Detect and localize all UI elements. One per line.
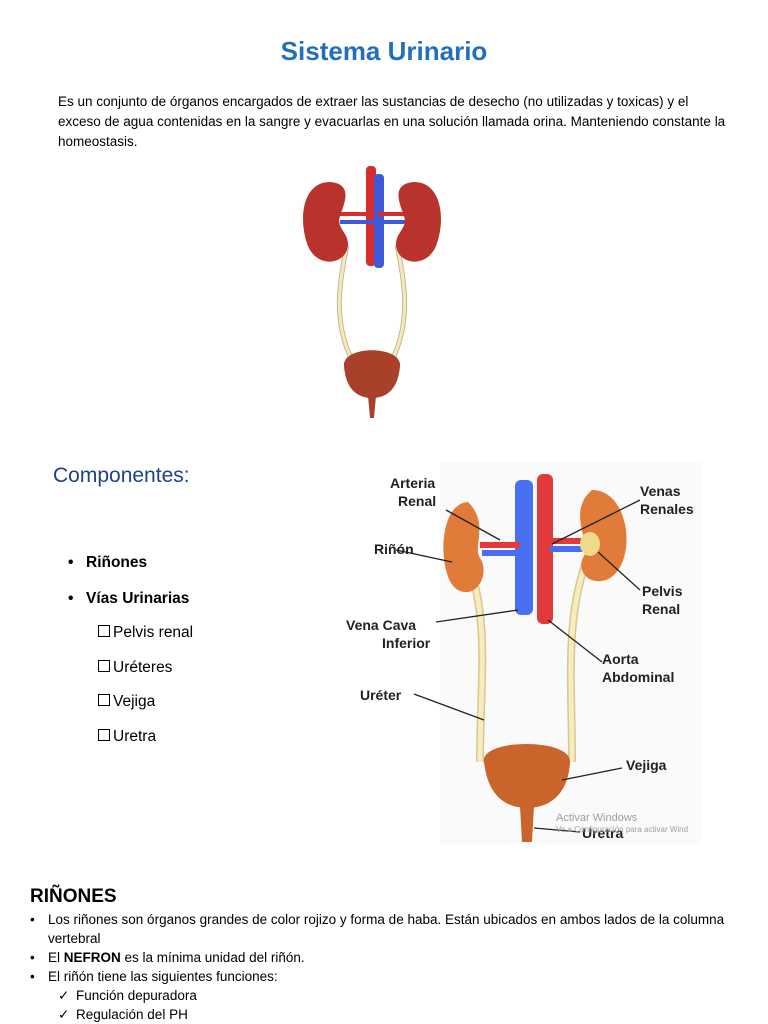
list-item: Pelvis renal (98, 624, 193, 642)
bullet-icon: • (68, 590, 74, 607)
list-item: • El riñón tiene las siguientes funcione… (30, 969, 278, 984)
list-item: Uréteres (98, 659, 172, 677)
checkbox-outline-icon (98, 694, 110, 706)
label-rinon: Riñón (374, 541, 414, 557)
label-arteria-renal-1: Arteria (390, 475, 435, 491)
urinary-system-illustration (303, 166, 441, 418)
bullet-icon: • (30, 969, 35, 984)
label-venas-renales-1: Venas (640, 483, 681, 499)
bullet-icon: • (30, 912, 35, 927)
label-pelvis-renal-1: Pelvis (642, 583, 683, 599)
label-aorta-2: Abdominal (602, 669, 674, 685)
list-item: • Riñones (68, 554, 147, 572)
list-item: • Los riñones son órganos grandes de col… (30, 912, 725, 946)
check-icon: ✓ (58, 1007, 70, 1022)
rinones-facts: • Los riñones son órganos grandes de col… (30, 910, 730, 1024)
list-item: • Vías Urinarias (68, 590, 189, 608)
checkbox-outline-icon (98, 729, 110, 741)
rinones-heading: RIÑONES (30, 886, 117, 907)
component-vias-urinarias: Vías Urinarias (86, 590, 190, 607)
bullet-icon: • (30, 950, 35, 965)
page-title: Sistema Urinario (280, 36, 488, 66)
list-item: Uretra (98, 728, 156, 746)
label-uretra: Uretra (582, 825, 623, 841)
watermark-text: Activar Windows (556, 812, 638, 824)
label-vena-cava-2: Inferior (382, 635, 431, 651)
intro-paragraph: Es un conjunto de órganos encargados de … (58, 94, 726, 149)
list-item: Vejiga (98, 693, 155, 711)
component-rinones: Riñones (86, 554, 148, 571)
label-ureter: Uréter (360, 687, 402, 703)
checkbox-outline-icon (98, 625, 110, 637)
list-item: ✓ Función depuradora (58, 988, 197, 1003)
watermark-subtext: Ve a Configuración para activar Wind (556, 825, 688, 834)
bullet-icon: • (68, 554, 74, 571)
list-item: ✓ Regulación del PH (58, 1007, 188, 1022)
labeled-urinary-diagram: Arteria Renal Venas Renales Riñón Pelvis… (346, 462, 702, 844)
label-vena-cava-1: Vena Cava (346, 617, 416, 633)
label-venas-renales-2: Renales (640, 501, 694, 517)
list-item: • El NEFRON es la mínima unidad del riñó… (30, 950, 305, 965)
label-arteria-renal-2: Renal (398, 493, 436, 509)
checkbox-outline-icon (98, 660, 110, 672)
check-icon: ✓ (58, 988, 70, 1003)
label-vejiga: Vejiga (626, 757, 667, 773)
label-pelvis-renal-2: Renal (642, 601, 680, 617)
label-aorta-1: Aorta (602, 651, 639, 667)
components-heading: Componentes: (53, 464, 190, 487)
